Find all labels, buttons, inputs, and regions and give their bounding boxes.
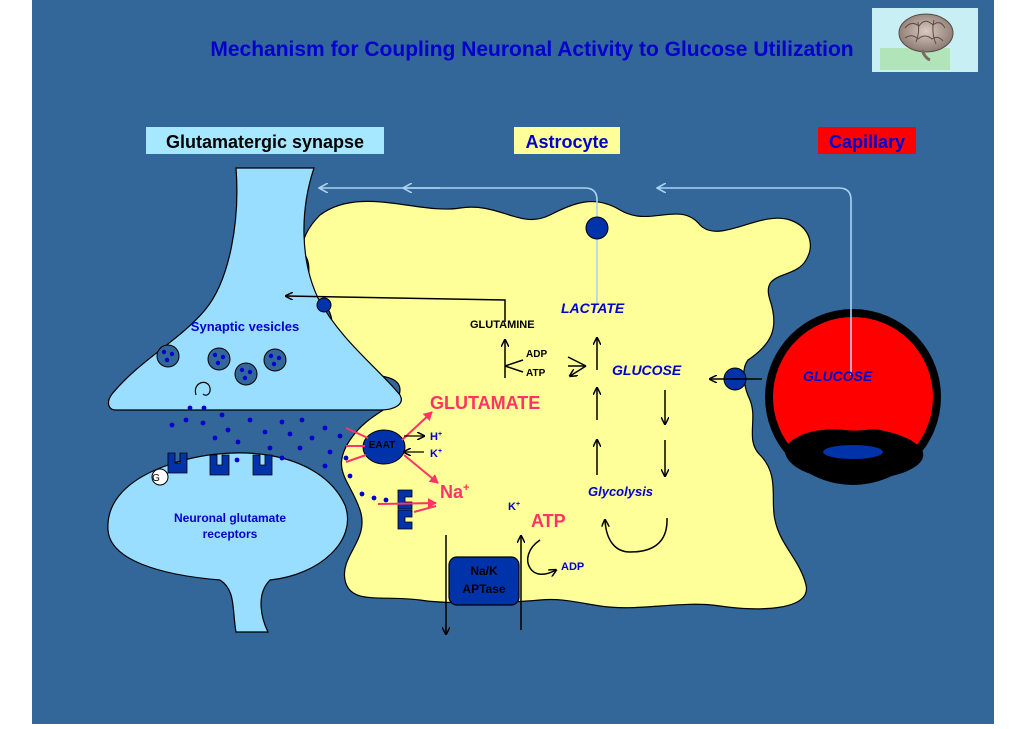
glucose-astrocyte-label: GLUCOSE xyxy=(612,362,682,378)
glucose-flow-arrow xyxy=(658,188,852,375)
adp-bottom-label: ADP xyxy=(561,561,584,573)
k-ion-atp-label: K+ xyxy=(508,501,520,513)
astrocyte-header-box xyxy=(514,127,620,154)
glucose-capillary-label: GLUCOSE xyxy=(803,368,873,384)
glutamine-transporter xyxy=(316,297,332,313)
logo-ground xyxy=(880,48,950,70)
k-ion-label: K+ xyxy=(430,448,442,460)
presynaptic-terminal xyxy=(107,167,402,411)
na-k-atpase-pump xyxy=(448,556,520,606)
glutamate-molecules xyxy=(169,405,389,503)
astrocyte-header: Astrocyte xyxy=(525,132,608,152)
neuronal-receptors-label-1: Neuronal glutamate xyxy=(174,511,286,525)
pump-label-2: APTase xyxy=(462,582,505,596)
eaat-label: EAAT xyxy=(369,440,395,451)
synaptic-vesicles-label: Synaptic vesicles xyxy=(191,319,299,334)
postsynaptic-neuron xyxy=(107,452,349,633)
lactate-label: LACTATE xyxy=(561,300,625,316)
pump-label-1: Na/K xyxy=(470,564,498,578)
glycolysis-label: Glycolysis xyxy=(588,484,653,499)
lactate-transporter xyxy=(585,216,609,240)
capillary-header: Capillary xyxy=(829,132,905,152)
glutamate-receptors xyxy=(167,452,413,530)
metabolic-arrows xyxy=(286,296,762,634)
logo xyxy=(872,8,978,72)
g-protein-icon xyxy=(151,468,169,486)
uptake-arrows xyxy=(345,411,439,513)
capillary-header-box xyxy=(818,127,916,154)
atp-main-label: ATP xyxy=(531,511,566,531)
synaptic-vesicles xyxy=(156,344,287,396)
adp-top-label: ADP xyxy=(526,349,547,360)
neuronal-receptors-label-2: receptors xyxy=(203,527,258,541)
synapse-header: Glutamatergic synapse xyxy=(166,132,364,152)
endothelial-nucleus xyxy=(823,445,883,459)
na-ion-label: Na+ xyxy=(440,482,469,502)
glutamate-label: GLUTAMATE xyxy=(430,393,540,413)
h-ion-label: H+ xyxy=(430,431,442,443)
g-protein-label: G xyxy=(152,473,160,484)
lactate-flow-arrow xyxy=(320,188,598,305)
page-title: Mechanism for Coupling Neuronal Activity… xyxy=(210,38,853,61)
atp-top-label: ATP xyxy=(526,368,546,379)
capillary xyxy=(765,309,941,485)
glutamine-label: GLUTAMINE xyxy=(470,319,535,331)
brain-icon xyxy=(898,13,954,62)
synapse-header-box xyxy=(146,127,384,154)
